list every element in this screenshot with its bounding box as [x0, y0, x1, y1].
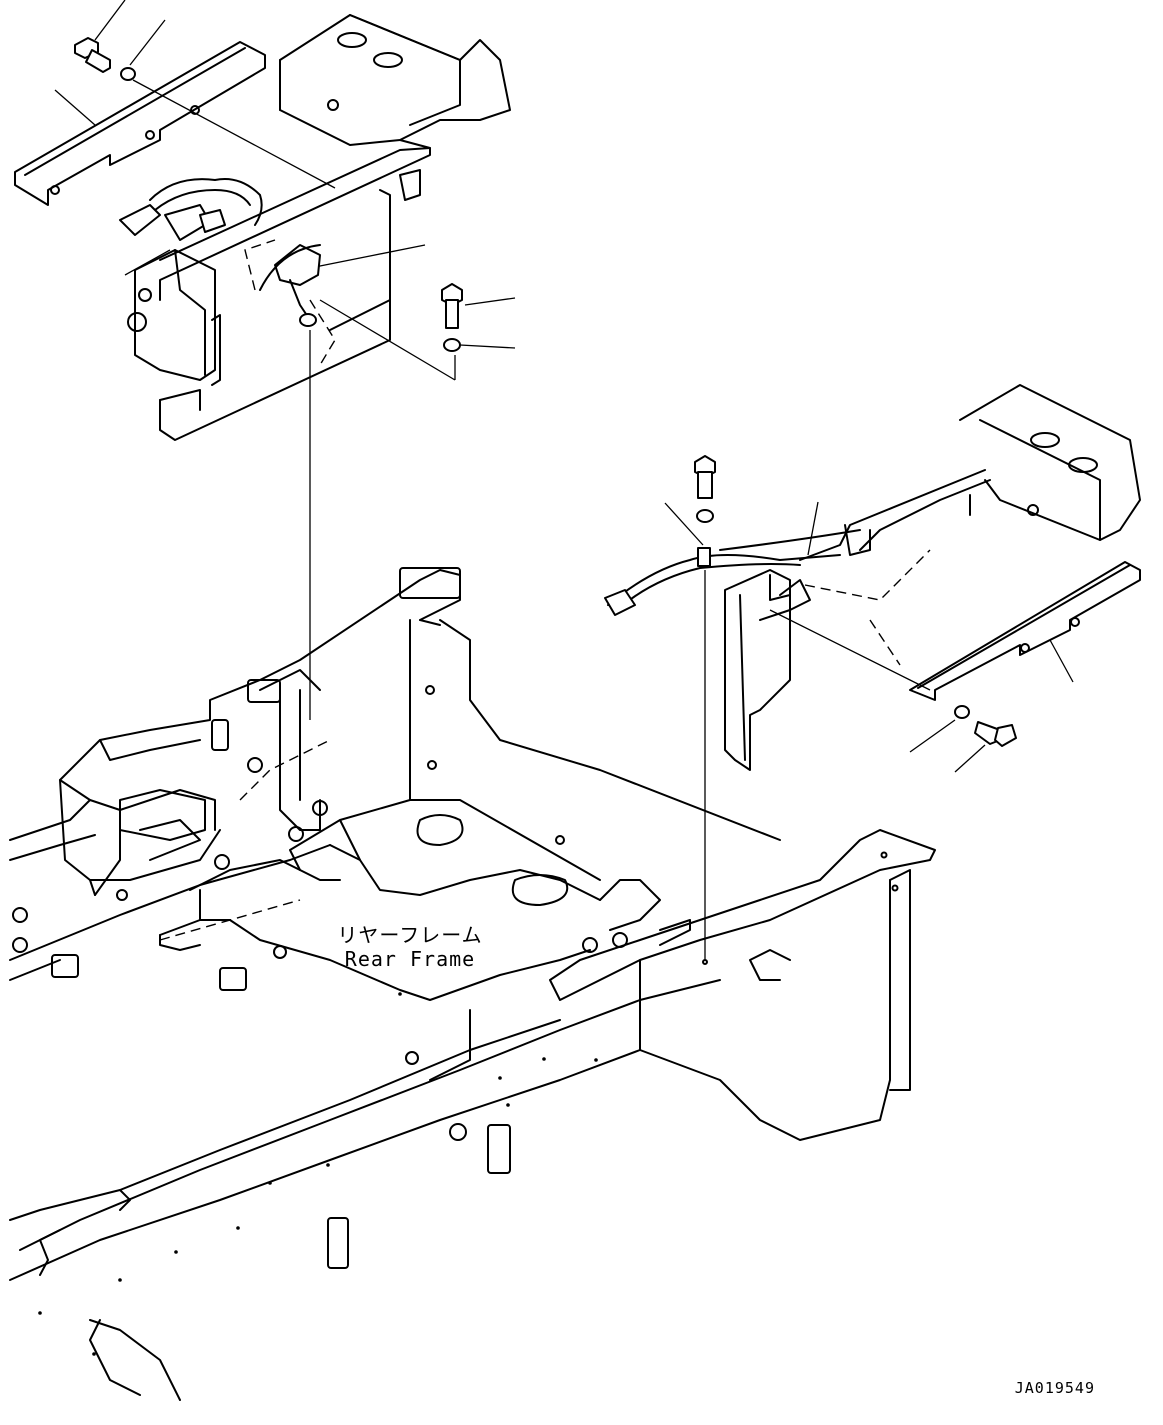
upper-right-assembly — [604, 384, 1141, 960]
frame-label-jp: リヤーフレーム — [337, 923, 482, 947]
upper-left-assembly — [14, 0, 516, 720]
washer-icon — [443, 338, 461, 352]
bolt-icon — [441, 283, 463, 329]
bolt-icon — [74, 37, 111, 73]
frame-label-en: Rear Frame — [345, 947, 475, 971]
bolt-icon — [974, 721, 1017, 747]
hidden-lines — [159, 239, 336, 941]
washer-icon — [696, 509, 714, 523]
washer-icon — [120, 67, 136, 81]
rear-frame — [9, 567, 936, 1401]
washer-icon — [954, 705, 970, 719]
drawing-code: JA019549 — [1015, 1379, 1095, 1397]
bolt-icon — [694, 455, 716, 499]
